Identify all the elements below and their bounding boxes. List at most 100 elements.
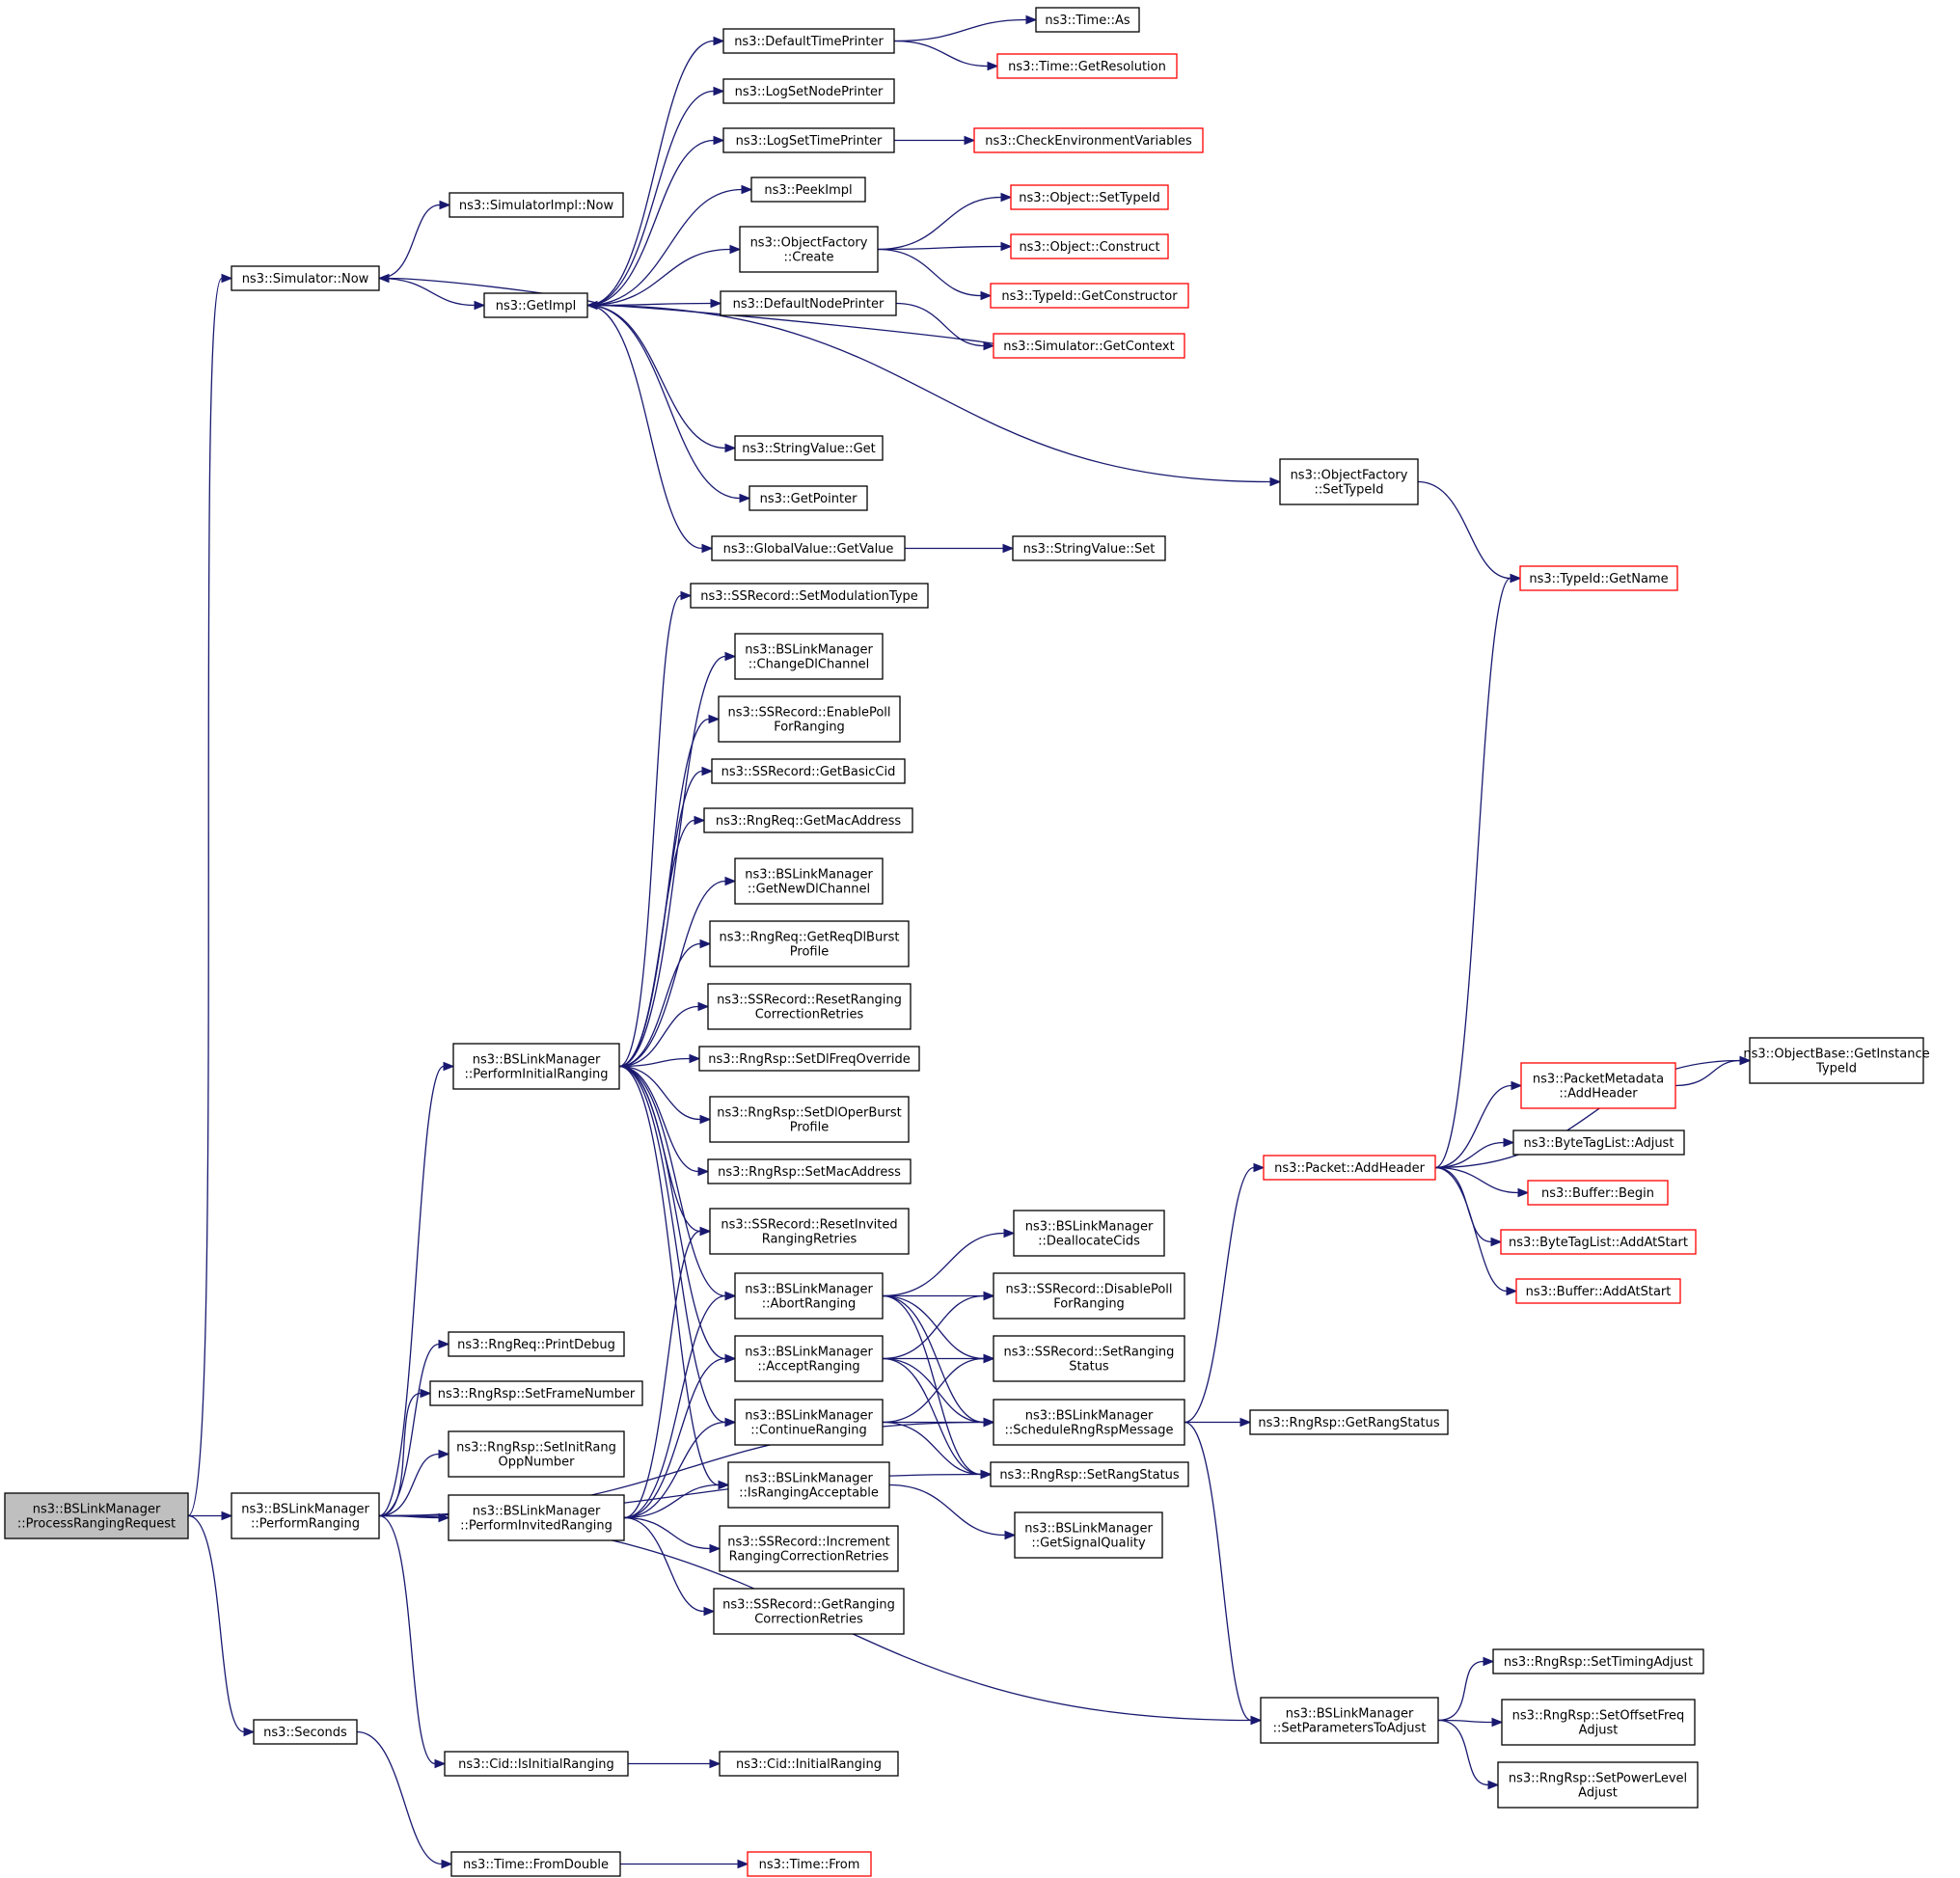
node-cont[interactable]: ns3::BSLinkManager::ContinueRanging [734, 1399, 884, 1446]
node-pinv[interactable]: ns3::BSLinkManager::PerformInvitedRangin… [448, 1494, 625, 1541]
node-bufbegin[interactable]: ns3::Buffer::Begin [1527, 1180, 1669, 1206]
node-label-line: ns3::SSRecord::EnablePoll [727, 706, 890, 721]
node-settiming[interactable]: ns3::RngRsp::SetTimingAdjust [1492, 1648, 1704, 1674]
node-getrangstat[interactable]: ns3::RngRsp::GetRangStatus [1249, 1409, 1449, 1435]
edge-getimpl-to-getptr [586, 304, 751, 504]
node-timeres[interactable]: ns3::Time::GetResolution [996, 53, 1178, 79]
node-setrangstat[interactable]: ns3::RngRsp::SetRangStatus [990, 1461, 1189, 1487]
node-label-line: ns3::Cid::IsInitialRanging [458, 1757, 614, 1772]
node-inccorr[interactable]: ns3::SSRecord::IncrementRangingCorrectio… [719, 1525, 899, 1572]
node-setdlfreq[interactable]: ns3::RngRsp::SetDlFreqOverride [698, 1046, 920, 1072]
node-printdbg[interactable]: ns3::RngReq::PrintDebug [448, 1331, 625, 1357]
node-dealloc[interactable]: ns3::BSLinkManager::DeallocateCids [1013, 1210, 1165, 1257]
node-root[interactable]: ns3::BSLinkManager::ProcessRangingReques… [4, 1492, 189, 1539]
node-label-line: Profile [790, 1121, 829, 1135]
node-label-line: ns3::RngRsp::SetMacAddress [718, 1165, 901, 1180]
node-tidgetcons[interactable]: ns3::TypeId::GetConstructor [990, 283, 1189, 309]
edge-perfrng-to-printdbg [378, 1339, 450, 1517]
node-peek[interactable]: ns3::PeekImpl [750, 177, 866, 203]
node-pir[interactable]: ns3::BSLinkManager::PerformInitialRangin… [452, 1043, 620, 1090]
node-label-line: ::SetParametersToAdjust [1273, 1722, 1427, 1736]
node-isacc[interactable]: ns3::BSLinkManager::IsRangingAcceptable [727, 1461, 890, 1509]
node-lstp[interactable]: ns3::LogSetTimePrinter [722, 127, 895, 153]
node-sched[interactable]: ns3::BSLinkManager::ScheduleRngRspMessag… [993, 1399, 1185, 1446]
edge-accept-to-sched [882, 1357, 995, 1428]
edge-setparams-to-settiming [1437, 1656, 1495, 1722]
node-btladdstart[interactable]: ns3::ByteTagList::AddAtStart [1500, 1229, 1697, 1255]
node-gvget[interactable]: ns3::GlobalValue::GetValue [711, 535, 906, 561]
edge-pktaddhdr-to-bufaddstart [1434, 1166, 1518, 1296]
node-svget[interactable]: ns3::StringValue::Get [734, 435, 884, 461]
node-bufaddstart[interactable]: ns3::Buffer::AddAtStart [1515, 1278, 1681, 1304]
edge-abort-to-setrangstat [882, 1294, 993, 1480]
node-resetcorr[interactable]: ns3::SSRecord::ResetRangingCorrectionRet… [707, 983, 912, 1030]
node-chgdl[interactable]: ns3::BSLinkManager::ChangeDlChannel [734, 633, 884, 680]
node-getcorr[interactable]: ns3::SSRecord::GetRangingCorrectionRetri… [713, 1588, 905, 1635]
node-label-line: ns3::ObjectFactory [1291, 469, 1408, 483]
node-ofcreate[interactable]: ns3::ObjectFactory::Create [739, 226, 879, 273]
node-seconds[interactable]: ns3::Seconds [253, 1719, 358, 1745]
node-svset[interactable]: ns3::StringValue::Set [1012, 535, 1166, 561]
node-label-line: ns3::ObjectBase::GetInstance [1743, 1048, 1929, 1062]
node-abort[interactable]: ns3::BSLinkManager::AbortRanging [734, 1272, 884, 1320]
node-fromdbl[interactable]: ns3::Time::FromDouble [450, 1851, 621, 1877]
edge-getimpl-to-lstp [586, 135, 725, 307]
node-timeas[interactable]: ns3::Time::As [1035, 7, 1140, 33]
node-label-line: ns3::SSRecord::ResetRanging [717, 993, 902, 1008]
node-label-line: ns3::BSLinkManager [745, 1472, 873, 1486]
node-label-line: ns3::SSRecord::Increment [727, 1536, 890, 1550]
node-initrng[interactable]: ns3::Cid::InitialRanging [719, 1751, 899, 1777]
node-ofsettid[interactable]: ns3::ObjectFactory::SetTypeId [1279, 458, 1419, 505]
node-label-line: ns3::Time::From [759, 1858, 860, 1872]
node-objsettid[interactable]: ns3::Object::SetTypeId [1010, 184, 1169, 210]
node-rspsetmac[interactable]: ns3::RngRsp::SetMacAddress [707, 1158, 912, 1184]
node-dtp[interactable]: ns3::DefaultTimePrinter [722, 28, 895, 54]
node-label-line: ns3::SSRecord::GetRanging [722, 1598, 895, 1613]
node-getptr[interactable]: ns3::GetPointer [749, 485, 868, 511]
node-simimplnow[interactable]: ns3::SimulatorImpl::Now [449, 192, 624, 218]
node-perfrng[interactable]: ns3::BSLinkManager::PerformRanging [231, 1492, 380, 1539]
node-setparams[interactable]: ns3::BSLinkManager::SetParametersToAdjus… [1260, 1697, 1439, 1744]
node-simgetctx[interactable]: ns3::Simulator::GetContext [993, 333, 1185, 359]
node-sigq[interactable]: ns3::BSLinkManager::GetSignalQuality [1014, 1511, 1163, 1559]
node-label-line: ns3::Seconds [263, 1726, 347, 1740]
node-newdl[interactable]: ns3::BSLinkManager::GetNewDlChannel [734, 857, 884, 905]
node-setframe[interactable]: ns3::RngRsp::SetFrameNumber [429, 1380, 643, 1406]
node-getimpl[interactable]: ns3::GetImpl [483, 292, 588, 318]
node-pmaddhdr[interactable]: ns3::PacketMetadata::AddHeader [1520, 1062, 1676, 1109]
edge-gvget-to-svset [904, 543, 1015, 554]
edge-ofcreate-to-objconst [877, 241, 1013, 252]
node-simnow[interactable]: ns3::Simulator::Now [231, 265, 380, 291]
edge-pir-to-chgdl [618, 651, 737, 1068]
node-checkenv[interactable]: ns3::CheckEnvironmentVariables [973, 127, 1204, 153]
node-accept[interactable]: ns3::BSLinkManager::AcceptRanging [734, 1335, 884, 1382]
node-label-line: ns3::StringValue::Set [1023, 542, 1156, 557]
node-setmod[interactable]: ns3::SSRecord::SetModulationType [690, 583, 929, 609]
node-dnp[interactable]: ns3::DefaultNodePrinter [720, 290, 897, 316]
node-label-line: ::AbortRanging [762, 1297, 857, 1312]
node-pktaddhdr[interactable]: ns3::Packet::AddHeader [1263, 1155, 1436, 1181]
node-resetinv[interactable]: ns3::SSRecord::ResetInvitedRangingRetrie… [709, 1208, 910, 1255]
node-reqmac[interactable]: ns3::RngReq::GetMacAddress [703, 807, 913, 833]
node-objconst[interactable]: ns3::Object::Construct [1010, 233, 1169, 259]
node-timefrom[interactable]: ns3::Time::From [747, 1851, 872, 1877]
node-tidgetname[interactable]: ns3::TypeId::GetName [1519, 565, 1678, 591]
node-btladjust[interactable]: ns3::ByteTagList::Adjust [1512, 1130, 1685, 1156]
node-label-line: CorrectionRetries [755, 1008, 864, 1022]
node-isinit[interactable]: ns3::Cid::IsInitialRanging [444, 1751, 629, 1777]
node-label-line: ns3::ObjectFactory [750, 236, 868, 251]
node-basiccid[interactable]: ns3::SSRecord::GetBasicCid [711, 758, 906, 784]
node-label-line: ns3::BSLinkManager [473, 1053, 601, 1068]
edge-pinv-to-abort [623, 1291, 737, 1519]
node-lsnp[interactable]: ns3::LogSetNodePrinter [722, 78, 895, 104]
node-label-line: ::PerformRanging [251, 1517, 360, 1532]
